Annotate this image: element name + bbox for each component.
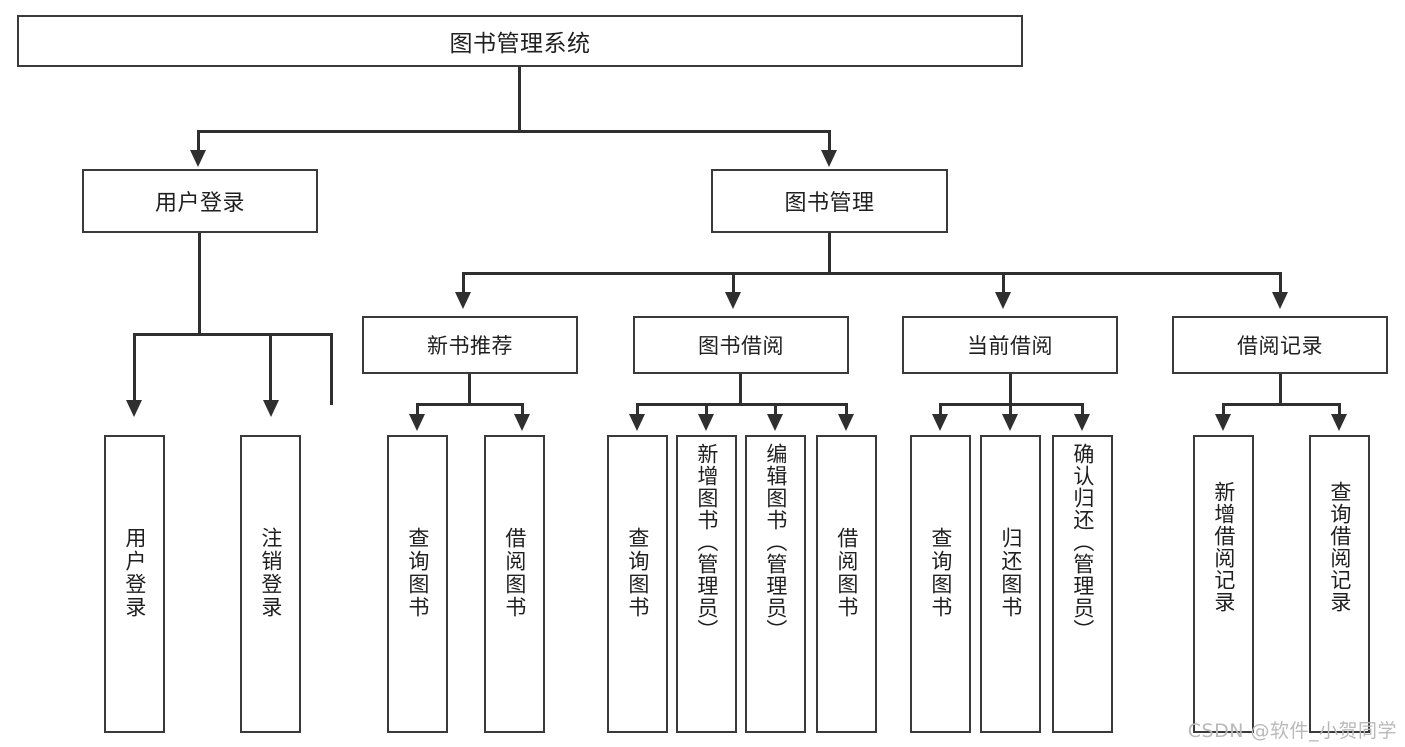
node-label: 新书推荐 xyxy=(427,334,513,358)
edge-user-login-stem xyxy=(198,233,201,335)
arrow-down-icon xyxy=(1215,414,1231,431)
edge-user-login-drop-2 xyxy=(330,333,333,405)
node-user-login[interactable]: 用户登录 xyxy=(82,169,318,233)
node-label: 新增图书（管理员） xyxy=(694,443,719,641)
watermark-text: CSDN @软件_小贺同学 xyxy=(1187,720,1397,742)
arrow-down-icon xyxy=(767,414,783,431)
node-label: 归还图书 xyxy=(998,527,1023,619)
node-label: 当前借阅 xyxy=(967,334,1053,358)
edge-bm-drop-4 xyxy=(1279,272,1282,297)
node-borrow-record[interactable]: 借阅记录 xyxy=(1172,316,1388,374)
arrow-down-icon xyxy=(409,414,425,431)
leaf-query-book-current[interactable]: 查询图书 xyxy=(910,435,971,733)
edge-br-bus xyxy=(1222,403,1341,406)
node-new-book-recommend[interactable]: 新书推荐 xyxy=(362,316,578,374)
edge-br-drop-2 xyxy=(1338,403,1341,417)
arrow-down-icon xyxy=(1002,414,1018,431)
arrow-down-icon xyxy=(263,400,279,417)
arrow-down-icon xyxy=(514,414,530,431)
edge-root-to-book-management xyxy=(828,130,831,155)
edge-user-login-bus xyxy=(133,333,333,336)
edge-bb-bus xyxy=(636,403,848,406)
edge-bb-drop-4 xyxy=(845,403,848,417)
edge-user-login-drop-1 xyxy=(133,333,136,405)
arrow-down-icon xyxy=(821,150,837,167)
edge-cb-stem xyxy=(1009,374,1012,406)
node-root-book-management-system[interactable]: 图书管理系统 xyxy=(17,15,1023,67)
edge-bb-drop-1 xyxy=(636,403,639,417)
edge-root-to-user-login xyxy=(197,130,200,155)
arrow-down-icon xyxy=(1331,414,1347,431)
node-book-management[interactable]: 图书管理 xyxy=(711,169,948,233)
arrow-down-icon xyxy=(629,414,645,431)
node-label: 新增借阅记录 xyxy=(1211,481,1236,613)
node-label: 借阅记录 xyxy=(1237,334,1323,358)
node-label: 查询图书 xyxy=(405,527,430,619)
arrow-down-icon xyxy=(455,292,471,309)
edge-br-stem xyxy=(1279,374,1282,406)
node-label: 图书管理系统 xyxy=(449,31,591,57)
edge-bm-drop-3 xyxy=(1002,272,1005,297)
arrow-down-icon xyxy=(698,414,714,431)
arrow-down-icon xyxy=(838,414,854,431)
leaf-return-book[interactable]: 归还图书 xyxy=(980,435,1041,733)
edge-nbr-stem xyxy=(468,374,471,406)
edge-root-bus xyxy=(197,130,831,133)
leaf-borrow-book[interactable]: 借阅图书 xyxy=(816,435,877,733)
edge-nbr-bus xyxy=(416,403,524,406)
leaf-query-book-recommend[interactable]: 查询图书 xyxy=(387,435,448,733)
node-label: 查询借阅记录 xyxy=(1327,481,1352,613)
edge-bb-drop-2 xyxy=(705,403,708,417)
leaf-add-book-admin[interactable]: 新增图书（管理员） xyxy=(676,435,737,733)
node-label: 注销登录 xyxy=(258,527,283,619)
leaf-query-borrow-record[interactable]: 查询借阅记录 xyxy=(1309,435,1370,733)
edge-user-login-drop-2b xyxy=(269,333,272,405)
leaf-user-login[interactable]: 用户登录 xyxy=(104,435,165,733)
edge-bm-drop-2 xyxy=(732,272,735,297)
node-label: 借阅图书 xyxy=(834,527,859,619)
edge-bb-drop-3 xyxy=(774,403,777,417)
node-label: 确认归还（管理员） xyxy=(1070,443,1095,641)
arrow-down-icon xyxy=(1272,292,1288,309)
node-label: 查询图书 xyxy=(625,527,650,619)
node-label: 图书借阅 xyxy=(698,334,784,358)
edge-nbr-drop-2 xyxy=(521,403,524,417)
node-label: 查询图书 xyxy=(928,527,953,619)
node-book-borrow[interactable]: 图书借阅 xyxy=(633,316,849,374)
edge-cb-drop-1 xyxy=(939,403,942,417)
edge-root-stem xyxy=(518,67,521,132)
edge-bb-stem xyxy=(739,374,742,406)
node-current-borrow[interactable]: 当前借阅 xyxy=(902,316,1118,374)
arrow-down-icon xyxy=(1074,414,1090,431)
edge-book-management-bus xyxy=(462,272,1282,275)
node-label: 编辑图书（管理员） xyxy=(763,443,788,641)
edge-bm-drop-1 xyxy=(462,272,465,297)
leaf-edit-book-admin[interactable]: 编辑图书（管理员） xyxy=(745,435,806,733)
node-label: 图书管理 xyxy=(784,191,875,216)
edge-cb-drop-3 xyxy=(1081,403,1084,417)
arrow-down-icon xyxy=(932,414,948,431)
leaf-logout[interactable]: 注销登录 xyxy=(240,435,301,733)
edge-cb-drop-2 xyxy=(1009,403,1012,417)
edge-book-management-stem xyxy=(828,233,831,275)
node-label: 借阅图书 xyxy=(502,527,527,619)
node-label: 用户登录 xyxy=(154,191,245,216)
leaf-query-book-borrow[interactable]: 查询图书 xyxy=(607,435,668,733)
leaf-borrow-book-recommend[interactable]: 借阅图书 xyxy=(484,435,545,733)
leaf-confirm-return-admin[interactable]: 确认归还（管理员） xyxy=(1052,435,1113,733)
edge-nbr-drop-1 xyxy=(416,403,419,417)
leaf-add-borrow-record[interactable]: 新增借阅记录 xyxy=(1193,435,1254,733)
node-label: 用户登录 xyxy=(122,527,147,619)
edge-br-drop-1 xyxy=(1222,403,1225,417)
edge-spacer xyxy=(265,333,268,336)
arrow-down-icon xyxy=(725,292,741,309)
arrow-down-icon xyxy=(126,400,142,417)
arrow-down-icon xyxy=(190,150,206,167)
arrow-down-icon xyxy=(995,292,1011,309)
